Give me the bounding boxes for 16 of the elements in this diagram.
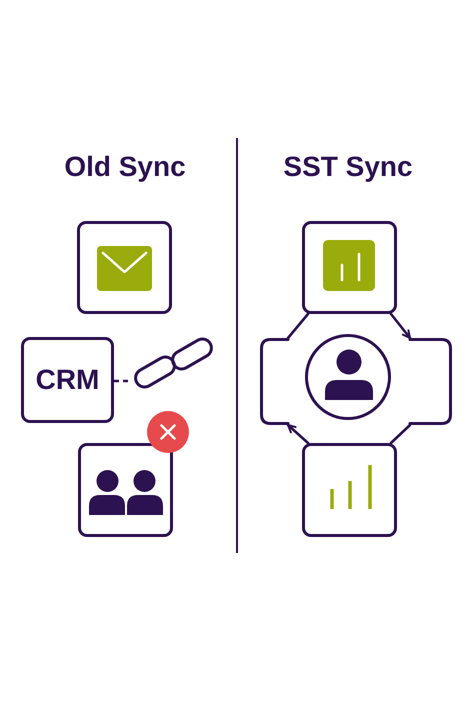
section-heading: SST Sync [283, 151, 413, 183]
frame-bracket [410, 338, 452, 425]
profile-circle [305, 334, 391, 420]
connector-line [286, 312, 310, 340]
card-label: CRM [36, 364, 100, 396]
system-card [21, 337, 114, 423]
icon-card [302, 221, 397, 314]
frame-bracket [260, 338, 288, 425]
connector-line [390, 424, 412, 444]
icon-card [77, 221, 172, 314]
flow-arrow [286, 424, 310, 444]
section-heading: Old Sync [64, 151, 186, 183]
icon-card [78, 443, 173, 537]
flow-arrow [390, 312, 412, 340]
dashed-connector [114, 380, 130, 382]
icon-card [302, 443, 397, 537]
